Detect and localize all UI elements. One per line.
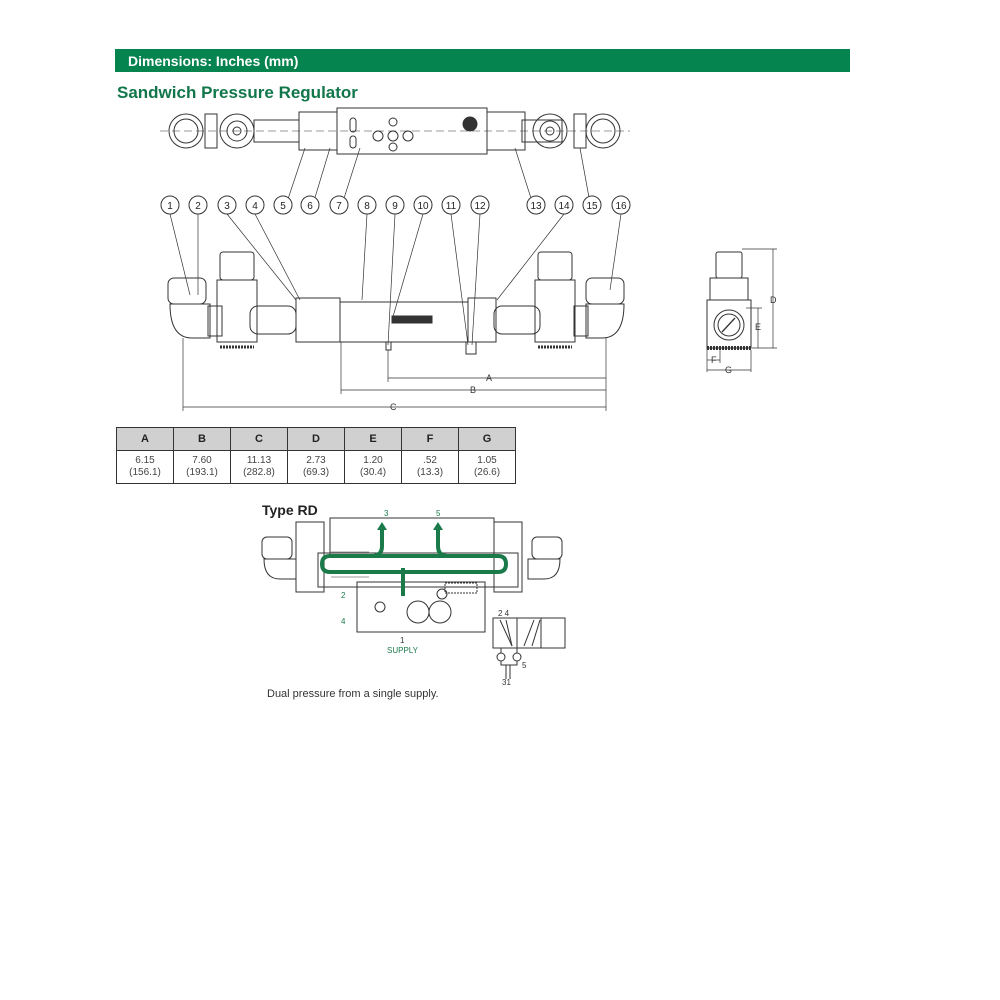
dim-label-d: D: [770, 295, 777, 305]
callout-12: 12: [470, 195, 490, 215]
dim-label-g: G: [725, 365, 732, 375]
table-row: 6.15(156.1) 7.60(193.1) 11.13(282.8) 2.7…: [116, 450, 516, 484]
callout-9: 9: [385, 195, 405, 215]
supply-port-number: 1: [400, 636, 405, 645]
leader-lines: [169, 147, 622, 346]
callout-16: 16: [611, 195, 631, 215]
col-header: D: [287, 427, 345, 451]
callout-1: 1: [160, 195, 180, 215]
port-2-label: 2: [341, 591, 346, 600]
svg-text:14: 14: [558, 201, 570, 212]
svg-text:8: 8: [364, 201, 370, 212]
type-rd-title: Type RD: [262, 502, 318, 518]
top-view: [160, 107, 630, 155]
svg-text:4: 4: [252, 201, 258, 212]
table-cell: 1.20(30.4): [344, 450, 402, 484]
svg-text:3: 3: [224, 201, 230, 212]
dim-label-b: B: [470, 385, 476, 395]
callout-4: 4: [245, 195, 265, 215]
table-cell: 6.15(156.1): [116, 450, 174, 484]
banner-title: Dimensions: Inches (mm): [128, 53, 299, 69]
port-4-label: 4: [341, 617, 346, 626]
callout-13: 13: [526, 195, 546, 215]
table-cell: 11.13(282.8): [230, 450, 288, 484]
col-header: G: [458, 427, 516, 451]
svg-text:15: 15: [586, 201, 598, 212]
svg-text:10: 10: [417, 201, 429, 212]
flow-path: [319, 528, 509, 596]
table-cell: 1.05(26.6): [458, 450, 516, 484]
svg-text:13: 13: [530, 201, 542, 212]
dim-label-e: E: [755, 322, 761, 332]
port-5-label: 5: [436, 509, 441, 518]
front-view: [167, 251, 625, 355]
svg-text:9: 9: [392, 201, 398, 212]
table-cell: 2.73(69.3): [287, 450, 345, 484]
callout-6: 6: [300, 195, 320, 215]
callout-15: 15: [582, 195, 602, 215]
svg-text:2: 2: [195, 201, 201, 212]
callout-11: 11: [441, 195, 461, 215]
svg-text:11: 11: [446, 201, 457, 212]
callout-8: 8: [357, 195, 377, 215]
callout-14: 14: [554, 195, 574, 215]
callout-10: 10: [413, 195, 433, 215]
dimensions-table: A B C D E F G 6.15(156.1) 7.60(193.1) 11…: [116, 427, 516, 484]
callout-5: 5: [273, 195, 293, 215]
svg-text:12: 12: [474, 201, 486, 212]
side-view: D E F G: [706, 248, 777, 375]
section-banner: Dimensions: Inches (mm): [115, 49, 850, 72]
symbol-port-5: 5: [522, 661, 527, 670]
col-header: C: [230, 427, 288, 451]
callout-7: 7: [329, 195, 349, 215]
table-header-row: A B C D E F G: [116, 427, 516, 451]
svg-text:6: 6: [307, 201, 313, 212]
port-3-label: 3: [384, 509, 389, 518]
svg-text:7: 7: [336, 201, 342, 212]
col-header: A: [116, 427, 174, 451]
type-rd-caption: Dual pressure from a single supply.: [267, 688, 439, 700]
dim-label-a: A: [486, 373, 492, 383]
dim-label-c: C: [390, 402, 397, 412]
dimension-lines: [182, 338, 607, 411]
svg-text:16: 16: [615, 201, 627, 212]
table-cell: 7.60(193.1): [173, 450, 231, 484]
type-rd-diagram: [261, 517, 566, 679]
col-header: E: [344, 427, 402, 451]
svg-text:5: 5: [280, 201, 286, 212]
dim-label-f: F: [711, 355, 717, 365]
svg-text:1: 1: [167, 201, 173, 212]
col-header: F: [401, 427, 459, 451]
table-cell: .52(13.3): [401, 450, 459, 484]
callout-numbers: 1 2 3 4 5 6 7 8 9 10 11 12 13 14 15 16: [160, 195, 631, 215]
callout-2: 2: [188, 195, 208, 215]
col-header: B: [173, 427, 231, 451]
symbol-ports-24: 2 4: [498, 609, 510, 618]
supply-label: SUPPLY: [387, 646, 419, 655]
callout-3: 3: [217, 195, 237, 215]
page-title: Sandwich Pressure Regulator: [117, 83, 358, 102]
symbol-ports-31: 31: [502, 678, 511, 687]
